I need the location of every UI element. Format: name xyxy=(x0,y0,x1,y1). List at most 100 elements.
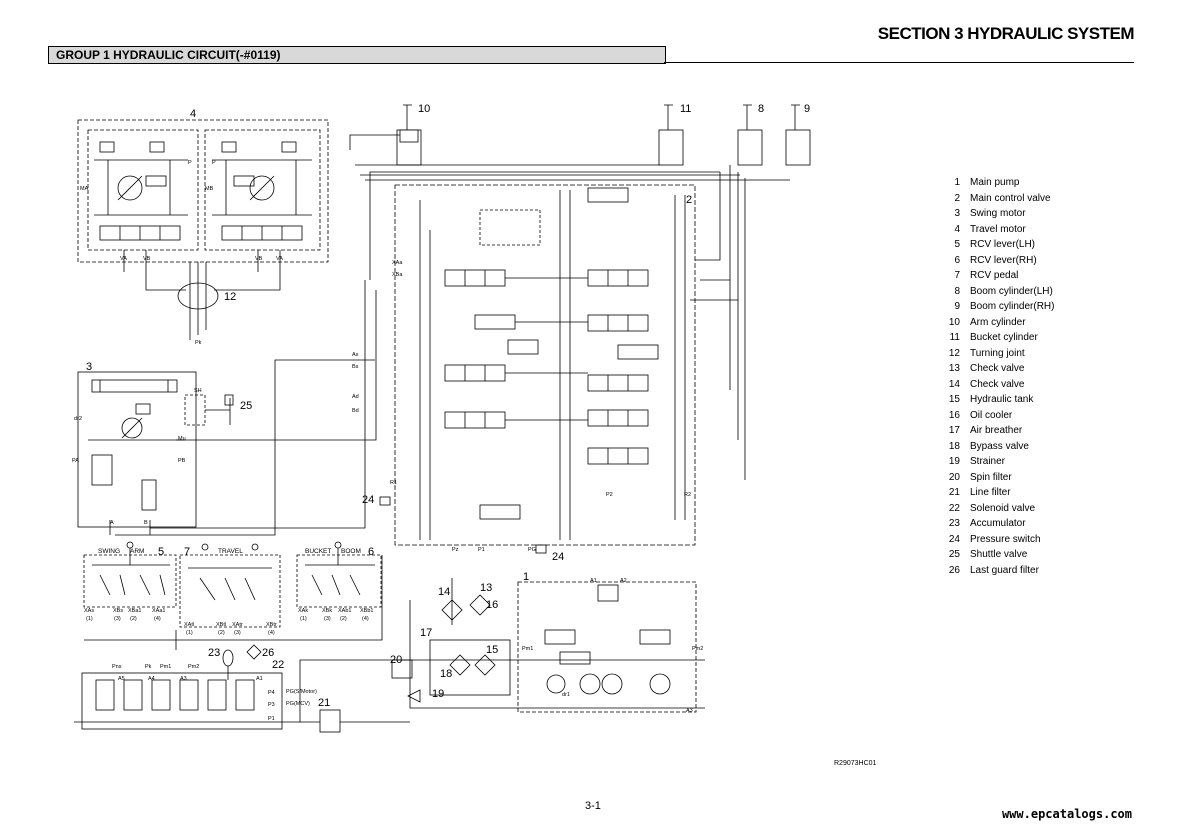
pump-and-tank xyxy=(300,578,705,733)
port-pg-s-motor: PG(S/Motor) xyxy=(286,689,317,695)
drawing-number: R29073HC01 xyxy=(834,760,877,767)
port-pm1: Pm1 xyxy=(522,646,533,652)
port-labels: P P MA MB VA VB VB VA Pk PA PB A B SH Mu… xyxy=(72,160,703,722)
callout-19: 19 xyxy=(432,688,444,700)
callout-12: 12 xyxy=(224,291,236,303)
port-pm1-solenoid: Pm1 xyxy=(160,664,171,670)
legend-number: 2 xyxy=(954,192,960,204)
callout-4: 4 xyxy=(190,108,196,120)
rcv-label-arm: ARM xyxy=(130,548,144,555)
port-va-right: VA xyxy=(276,256,283,262)
port-sh: SH xyxy=(194,388,202,394)
callout-6: 6 xyxy=(368,546,374,558)
port-p-left: P xyxy=(188,160,192,166)
port-a1-solenoid: A1 xyxy=(256,676,263,682)
legend-number: 17 xyxy=(948,425,960,437)
port-a3: A3 xyxy=(686,708,693,714)
callout-11: 11 xyxy=(680,103,691,115)
rcv-units xyxy=(83,541,383,650)
port-xba: XBa xyxy=(392,272,403,278)
legend-number: 24 xyxy=(948,533,960,545)
callout-2: 2 xyxy=(686,194,692,206)
legend-label: Main pump xyxy=(970,177,1020,189)
legend-item: 24 Pressure switch xyxy=(930,532,1054,548)
solenoid-valve-block xyxy=(74,644,705,730)
legend-label: Main control valve xyxy=(970,192,1051,204)
port-sub-11: (2) xyxy=(340,616,347,622)
port-xbtl: XBtl xyxy=(216,622,226,628)
port-ma: MA xyxy=(80,186,89,192)
port-va-left: VA xyxy=(120,256,127,262)
legend-label: Accumulator xyxy=(970,518,1026,530)
port-pa: PA xyxy=(72,458,79,464)
cylinders xyxy=(396,104,811,166)
legend-number: 10 xyxy=(948,316,960,328)
callout-24-bottom: 24 xyxy=(552,551,564,563)
legend-label: Bypass valve xyxy=(970,440,1029,452)
port-p-right: P xyxy=(212,160,216,166)
legend-label: RCV lever(LH) xyxy=(970,239,1036,251)
port-pg-mcv: PG(MCV) xyxy=(286,701,310,707)
port-r1: R1 xyxy=(390,480,397,486)
callout-3: 3 xyxy=(86,361,92,373)
port-a3-solenoid: A3 xyxy=(180,676,187,682)
legend-number: 26 xyxy=(948,564,960,576)
port-xas: XAs xyxy=(84,608,94,614)
callout-25: 25 xyxy=(240,400,252,412)
port-sub-4: (4) xyxy=(154,616,161,622)
port-sub-7: (3) xyxy=(234,630,241,636)
swing-motor xyxy=(77,280,377,536)
port-a2: A2 xyxy=(620,578,627,584)
legend-label: Pressure switch xyxy=(970,533,1041,545)
callout-21: 21 xyxy=(318,697,330,709)
port-pb: PB xyxy=(178,458,186,464)
legend-item: 26 Last guard filter xyxy=(930,563,1054,579)
rcv-labels: SWING ARM TRAVEL BUCKET BOOM xyxy=(98,548,361,555)
port-bd: Bd xyxy=(352,408,359,414)
legend-number: 19 xyxy=(948,456,960,468)
port-a4: A4 xyxy=(148,676,155,682)
group-title-rule xyxy=(664,62,1134,63)
legend-label: Check valve xyxy=(970,363,1025,375)
legend-label: RCV lever(RH) xyxy=(970,254,1037,266)
watermark: www.epcatalogs.com xyxy=(1001,807,1132,821)
legend-label: Hydraulic tank xyxy=(970,394,1034,406)
port-bs: Bs xyxy=(352,364,359,370)
port-sub-8: (4) xyxy=(268,630,275,636)
legend-number: 13 xyxy=(948,363,960,375)
port-pk-solenoid: Pk xyxy=(145,664,152,670)
callout-15: 15 xyxy=(486,644,498,656)
legend-item: 13 Check valve xyxy=(930,361,1054,377)
legend-label: Last guard filter xyxy=(970,564,1039,576)
legend-label: Air breather xyxy=(970,425,1023,437)
callout-26: 26 xyxy=(262,647,274,659)
port-vb-right: VB xyxy=(255,256,263,262)
port-xak: XAk xyxy=(298,608,308,614)
port-xaa: XAa xyxy=(392,260,403,266)
callout-10: 10 xyxy=(418,103,430,115)
port-xbs: XBs xyxy=(113,608,123,614)
callout-17: 17 xyxy=(420,627,432,639)
port-xbk: XBk xyxy=(322,608,332,614)
port-sub-10: (3) xyxy=(324,616,331,622)
port-sub-5: (1) xyxy=(186,630,193,636)
legend-label: RCV pedal xyxy=(970,270,1019,282)
port-b: B xyxy=(144,520,148,526)
port-pg: PG xyxy=(528,547,536,553)
legend-label: Travel motor xyxy=(970,223,1026,235)
legend-number: 1 xyxy=(954,177,960,189)
